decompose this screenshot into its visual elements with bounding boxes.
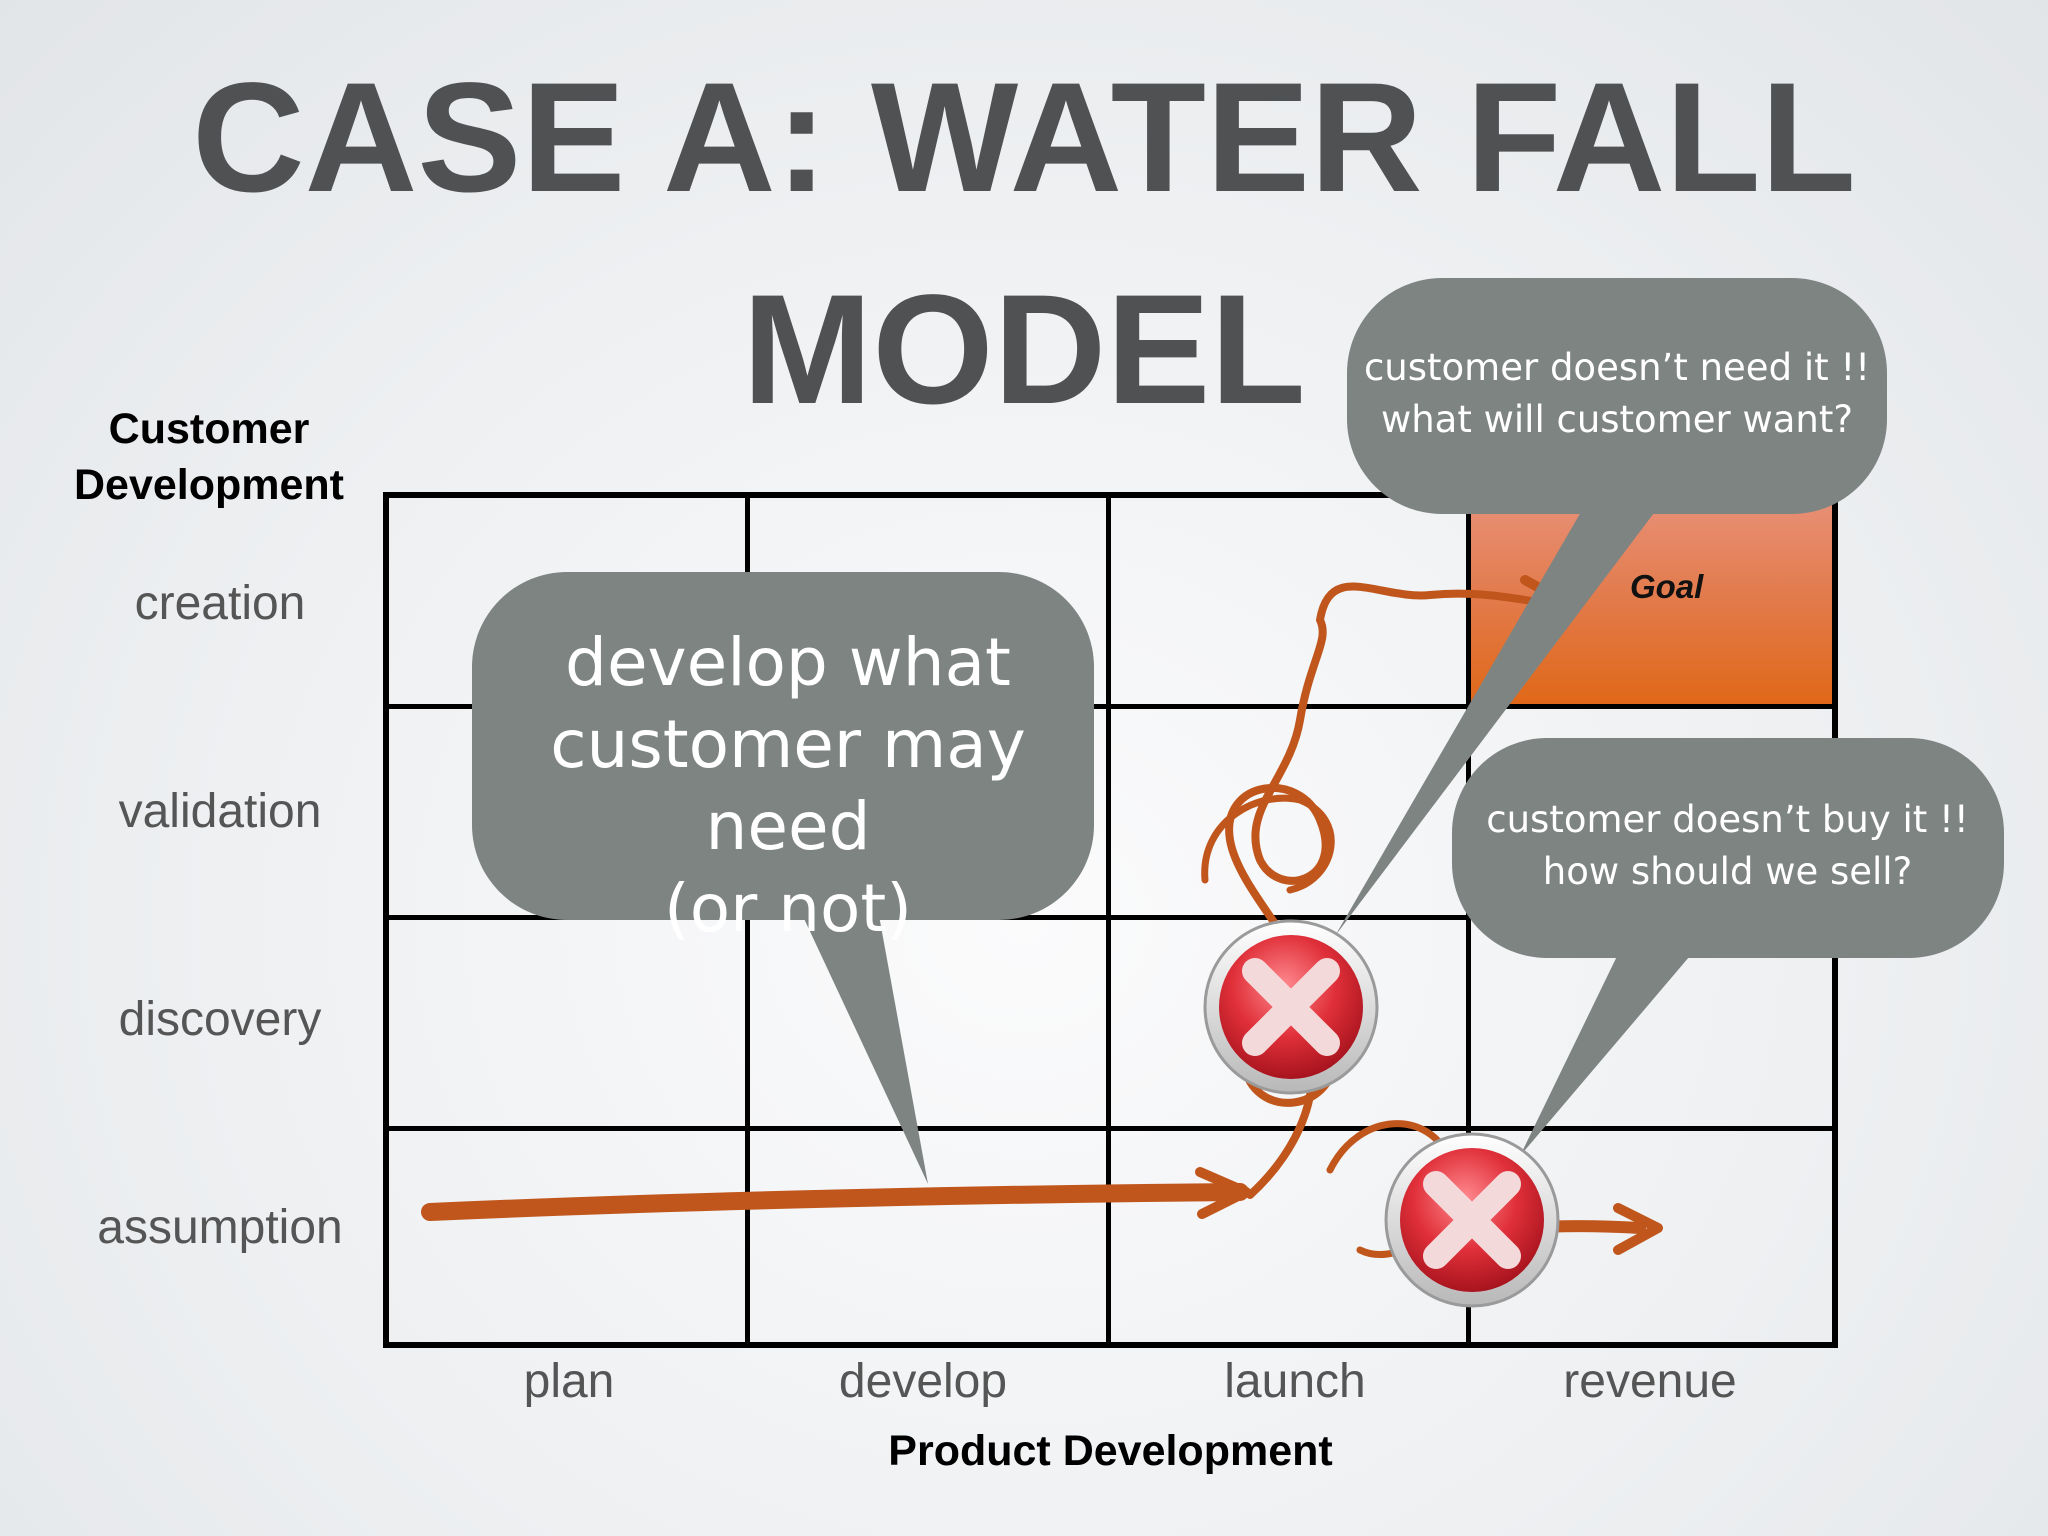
page-title-line1: CASE A: WATER FALL <box>192 51 1856 225</box>
bubble-buy-line1: customer doesn’t buy it !! <box>1486 798 1969 841</box>
grid-cell <box>749 920 1111 1131</box>
bubble-develop-text: develop what customer may need (or not) <box>478 622 1098 950</box>
bubble-develop-pointer <box>800 910 928 1184</box>
waterfall-arrow-line <box>421 1183 1249 1221</box>
grid-cell <box>1471 920 1832 1131</box>
bubble-develop-line1: develop what <box>565 624 1011 701</box>
row-label-validation: validation <box>118 785 322 838</box>
grid-cell <box>389 920 750 1131</box>
x-axis-title: Product Development <box>888 1427 1333 1475</box>
grid-cell <box>1110 498 1472 709</box>
grid-cell <box>750 1131 1111 1342</box>
bubble-need-text: customer doesn’t need it !! what will cu… <box>1352 342 1882 446</box>
col-label-launch: launch <box>1224 1355 1366 1408</box>
failure-x-icon <box>1203 919 1379 1095</box>
bubble-develop-line2: customer may need <box>550 706 1026 865</box>
row-label-assumption: assumption <box>97 1201 343 1254</box>
bubble-develop-line3: (or not) <box>663 870 913 947</box>
failure-x-icon <box>1384 1132 1560 1308</box>
bubble-buy-text: customer doesn’t buy it !! how should we… <box>1455 794 2000 898</box>
bubble-buy-pointer <box>1520 950 1695 1156</box>
bubble-need-line1: customer doesn’t need it !! <box>1363 346 1871 389</box>
page-title-line2: MODEL <box>742 263 1306 437</box>
row-label-creation: creation <box>134 577 306 630</box>
bubble-buy <box>1452 738 2004 1156</box>
bubble-buy-line2: how should we sell? <box>1542 850 1913 893</box>
bubble-need-body <box>1347 278 1887 514</box>
y-axis-title-line2: Development <box>73 460 344 509</box>
col-label-plan: plan <box>523 1355 615 1408</box>
row-label-discovery: discovery <box>118 993 322 1046</box>
bubble-need <box>1335 278 1887 936</box>
grid-cell <box>1110 920 1472 1131</box>
bubble-develop <box>472 572 1094 1184</box>
bubble-buy-body <box>1452 738 2004 958</box>
col-label-revenue: revenue <box>1563 1355 1737 1408</box>
bubble-need-line2: what will customer want? <box>1380 398 1854 441</box>
grid-cell <box>389 1131 750 1342</box>
waterfall-arrow-head <box>1195 1167 1251 1219</box>
y-axis-title-line1: Customer <box>108 405 310 453</box>
bubble-need-pointer <box>1335 505 1660 936</box>
revenue-arrow-head <box>1613 1203 1663 1255</box>
goal-label: Goal <box>1629 568 1704 605</box>
col-label-develop: develop <box>838 1355 1008 1408</box>
bubble-develop-body <box>472 572 1094 920</box>
y-axis-title: Customer Development <box>50 402 368 514</box>
